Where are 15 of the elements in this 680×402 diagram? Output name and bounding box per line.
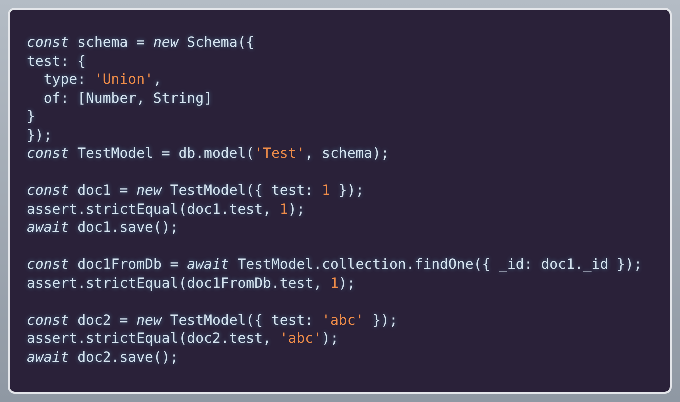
code-line: const doc1 = new TestModel({ test: 1 }); — [27, 182, 364, 200]
code-line: assert.strictEqual(doc2.test, 'abc'); — [27, 330, 339, 348]
code-line: const doc2 = new TestModel({ test: 'abc' }); — [27, 312, 398, 330]
code-line: type: 'Union', — [42, 71, 162, 89]
code-line: const TestModel = db.model('Test', schema); — [27, 145, 390, 163]
code-line: assert.strictEqual(doc1.test, 1); — [27, 200, 306, 218]
code-line: await doc2.save(); — [27, 348, 179, 366]
code-line: test: { — [27, 52, 86, 70]
code-line: }); — [27, 126, 52, 144]
code-line: of: [Number, String] — [42, 90, 212, 108]
code-line: } — [27, 108, 36, 126]
code-line: const doc1FromDb = await TestModel.collection.findOne({ _id: doc1._id }); — [27, 256, 642, 274]
code-line: assert.strictEqual(doc1FromDb.test, 1); — [27, 274, 356, 292]
code-line: const schema = new Schema({ — [27, 34, 255, 52]
code-line: await doc1.save(); — [27, 219, 179, 237]
